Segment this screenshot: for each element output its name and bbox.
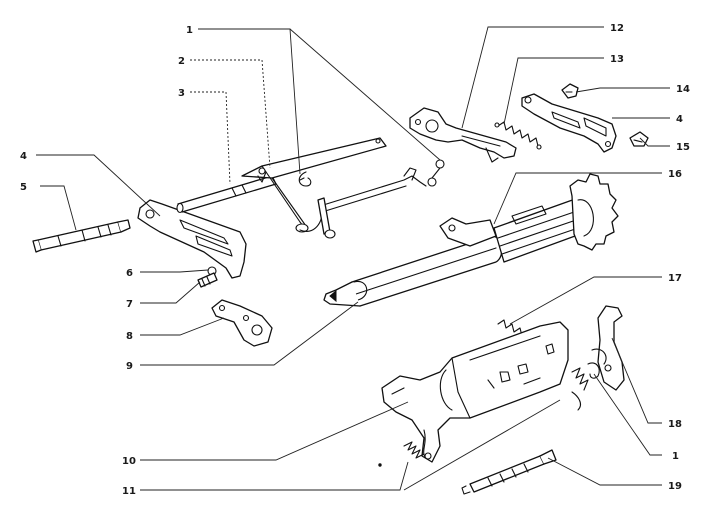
callout-10: 10	[122, 456, 136, 467]
part-15-clip	[629, 131, 649, 147]
part-17-spring	[497, 319, 523, 337]
callout-labels: 1 2 3 4 5 6 7 8 9 10 11 12 13 14 4 15 16…	[20, 23, 690, 497]
part-1-clip-bottom	[587, 362, 600, 379]
callout-12: 12	[610, 23, 624, 34]
callout-4-left: 4	[20, 151, 27, 162]
callout-18: 18	[668, 419, 682, 430]
part-10-housing	[381, 321, 569, 463]
callout-6: 6	[126, 268, 133, 279]
part-16-sleeve-gear	[439, 173, 619, 263]
part-12-ratchet-lever	[409, 107, 517, 163]
callout-16: 16	[668, 169, 682, 180]
stray-mark	[378, 463, 382, 467]
callout-7: 7	[126, 299, 133, 310]
callout-11: 11	[122, 486, 136, 497]
callout-14: 14	[676, 84, 690, 95]
callout-15: 15	[676, 142, 690, 153]
callout-19: 19	[668, 481, 682, 492]
part-8-bracket-plate	[211, 299, 273, 347]
part-small-spring-right	[571, 367, 589, 411]
callout-1-bottom: 1	[672, 451, 679, 462]
callout-8: 8	[126, 331, 133, 342]
callout-5: 5	[20, 182, 27, 193]
part-19-pin-spring	[461, 449, 557, 495]
part-linkage-arm-rod	[317, 159, 445, 239]
callout-3: 3	[178, 88, 185, 99]
part-9-platen-roller	[323, 235, 503, 307]
part-13-spring	[494, 121, 542, 150]
callout-17: 17	[668, 273, 682, 284]
part-4-right-lever-plate	[521, 93, 617, 153]
part-1-clip-top	[298, 171, 312, 187]
callout-13: 13	[610, 54, 624, 65]
part-4-left-lever-plate	[137, 199, 247, 279]
callout-4-right: 4	[676, 114, 683, 125]
callout-9: 9	[126, 361, 133, 372]
callout-2: 2	[178, 56, 185, 67]
part-11-spring	[403, 441, 425, 459]
leader-lines	[36, 26, 670, 491]
part-6-7-screw-washer	[197, 266, 218, 288]
part-14-clip	[561, 83, 579, 99]
part-5-shaft-pin	[32, 219, 131, 253]
callout-1-top: 1	[186, 25, 193, 36]
